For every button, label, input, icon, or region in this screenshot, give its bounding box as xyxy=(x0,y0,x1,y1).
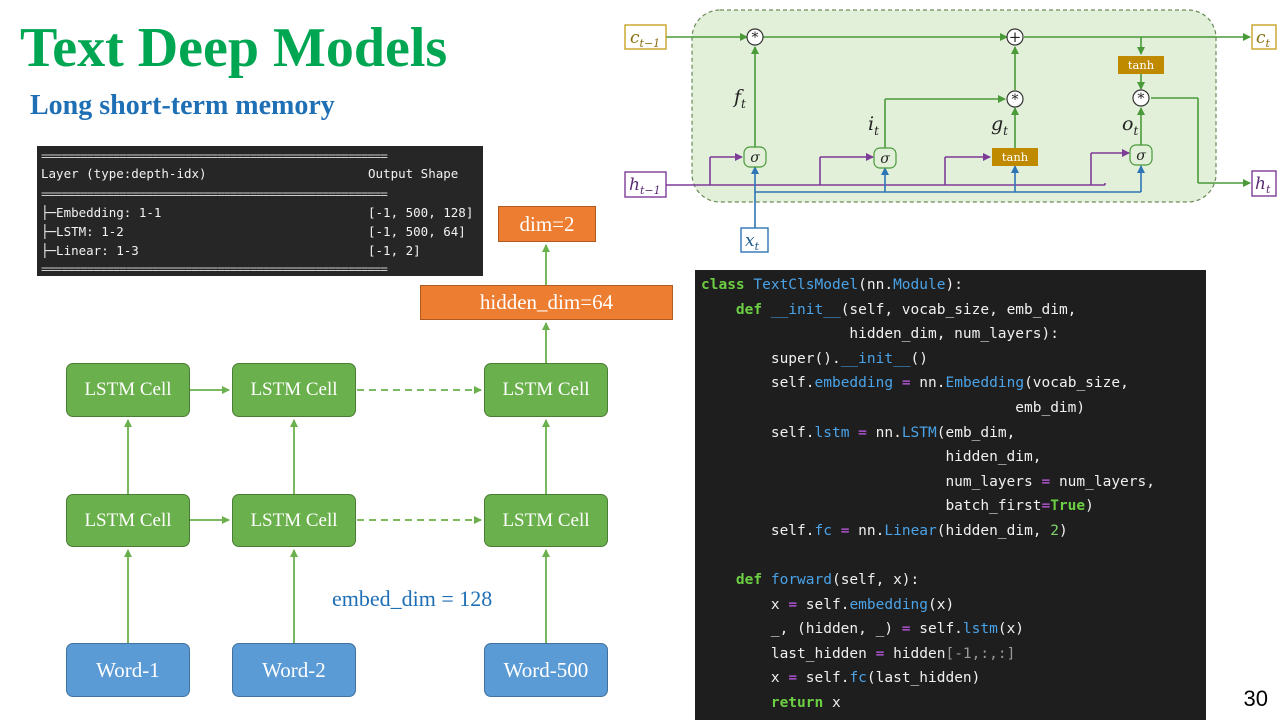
code-line: def forward(self, x): xyxy=(735,572,920,588)
c-next-box xyxy=(1251,24,1277,50)
word-input-box: Word-2 xyxy=(232,643,356,697)
lstm-cell: LSTM Cell xyxy=(484,494,608,547)
code-line: return x xyxy=(770,695,841,711)
add-node xyxy=(1006,28,1024,46)
code-line: x = self.fc(last_hidden) xyxy=(770,670,981,686)
model-summary-panel: ========================================… xyxy=(37,146,483,276)
c-prev-label: ct−1 xyxy=(630,28,660,50)
summary-row-layer: ├─Linear: 1-3 xyxy=(41,243,139,258)
code-line: hidden_dim, num_layers): xyxy=(849,326,1059,342)
sigma-symbol: σ xyxy=(1136,148,1146,164)
multiply-symbol: * xyxy=(1138,91,1145,107)
code-line: class TextClsModel(nn.Module): xyxy=(701,277,963,293)
sigma-gate xyxy=(1129,144,1153,166)
hidden-dim-box: hidden_dim=64 xyxy=(420,285,673,320)
lstm-cell-diagram: * + * * σ σ σ tanh tanh ft it gt ot ct−1… xyxy=(624,9,1277,253)
lstm-cell: LSTM Cell xyxy=(232,363,356,417)
tanh-label: tanh xyxy=(1128,58,1155,72)
sigma-symbol: σ xyxy=(880,151,890,167)
x-input-label: xt xyxy=(745,231,760,253)
word-input-box: Word-1 xyxy=(66,643,190,697)
code-line: self.fc = nn.Linear(hidden_dim, 2) xyxy=(770,523,1068,539)
code-line: batch_first=True) xyxy=(945,498,1094,514)
cell-background xyxy=(691,9,1217,203)
tanh-label: tanh xyxy=(1002,150,1029,164)
h-next-box xyxy=(1251,170,1277,197)
code-line: hidden_dim, xyxy=(945,449,1042,465)
output-dim-box: dim=2 xyxy=(498,206,596,242)
multiply-symbol: * xyxy=(752,30,759,46)
network-diagram-arrows xyxy=(124,244,550,643)
x-input-box xyxy=(740,227,769,253)
code-line: def __init__(self, vocab_size, emb_dim, xyxy=(735,302,1077,318)
embed-dim-label: embed_dim = 128 xyxy=(332,586,493,611)
multiply-node xyxy=(1132,89,1150,107)
forget-gate-label: ft xyxy=(732,86,746,111)
code-line: last_hidden = hidden[-1,:,:] xyxy=(770,646,1016,662)
c-next-label: ct xyxy=(1256,28,1271,50)
h-next-label: ht xyxy=(1255,174,1271,196)
summary-separator-bottom: ========================================… xyxy=(41,261,388,276)
tanh-gate xyxy=(1118,56,1164,74)
sigma-gate xyxy=(743,146,767,168)
h-prev-box xyxy=(624,171,667,198)
slide-title: Text Deep Models xyxy=(20,17,448,79)
word-input-box: Word-500 xyxy=(484,643,608,697)
sigma-gate xyxy=(873,147,897,169)
multiply-node xyxy=(1006,90,1024,108)
summary-row-shape: [-1, 500, 128] xyxy=(368,205,474,220)
code-line: emb_dim) xyxy=(1015,400,1086,416)
code-line: self.embedding = nn.Embedding(vocab_size… xyxy=(770,375,1129,391)
code-line: _, (hidden, _) = self.lstm(x) xyxy=(770,621,1025,637)
h-prev-label: ht−1 xyxy=(629,175,661,197)
lstm-cell: LSTM Cell xyxy=(66,363,190,417)
code-line: super().__init__() xyxy=(770,351,928,367)
input-gate-label: it xyxy=(868,113,879,138)
summary-row-shape: [-1, 2] xyxy=(368,243,421,258)
summary-row-layer: ├─LSTM: 1-2 xyxy=(41,224,124,239)
sigma-symbol: σ xyxy=(750,150,760,166)
code-line: x = self.embedding(x) xyxy=(770,597,955,613)
lstm-cell: LSTM Cell xyxy=(66,494,190,547)
page-number: 30 xyxy=(1243,686,1268,711)
summary-row-layer: ├─Embedding: 1-1 xyxy=(41,205,162,220)
code-line: num_layers = num_layers, xyxy=(945,474,1155,490)
lstm-cell: LSTM Cell xyxy=(484,363,608,417)
slide-subtitle: Long short-term memory xyxy=(30,90,335,121)
summary-row-shape: [-1, 500, 64] xyxy=(368,224,466,239)
summary-header-layer: Layer (type:depth-idx) xyxy=(41,166,207,181)
output-gate-label: ot xyxy=(1122,113,1138,138)
add-symbol: + xyxy=(1009,28,1022,46)
summary-separator-mid: ========================================… xyxy=(41,186,388,201)
candidate-label: gt xyxy=(991,113,1008,138)
multiply-node xyxy=(746,28,764,46)
code-panel: class TextClsModel(nn.Module): def __ini… xyxy=(695,270,1206,720)
tanh-gate xyxy=(992,148,1038,166)
summary-separator-top: ========================================… xyxy=(41,148,388,163)
multiply-symbol: * xyxy=(1012,92,1019,108)
lstm-cell: LSTM Cell xyxy=(232,494,356,547)
summary-header-output: Output Shape xyxy=(368,166,459,181)
c-prev-box xyxy=(624,24,667,50)
code-line: self.lstm = nn.LSTM(emb_dim, xyxy=(770,425,1016,441)
